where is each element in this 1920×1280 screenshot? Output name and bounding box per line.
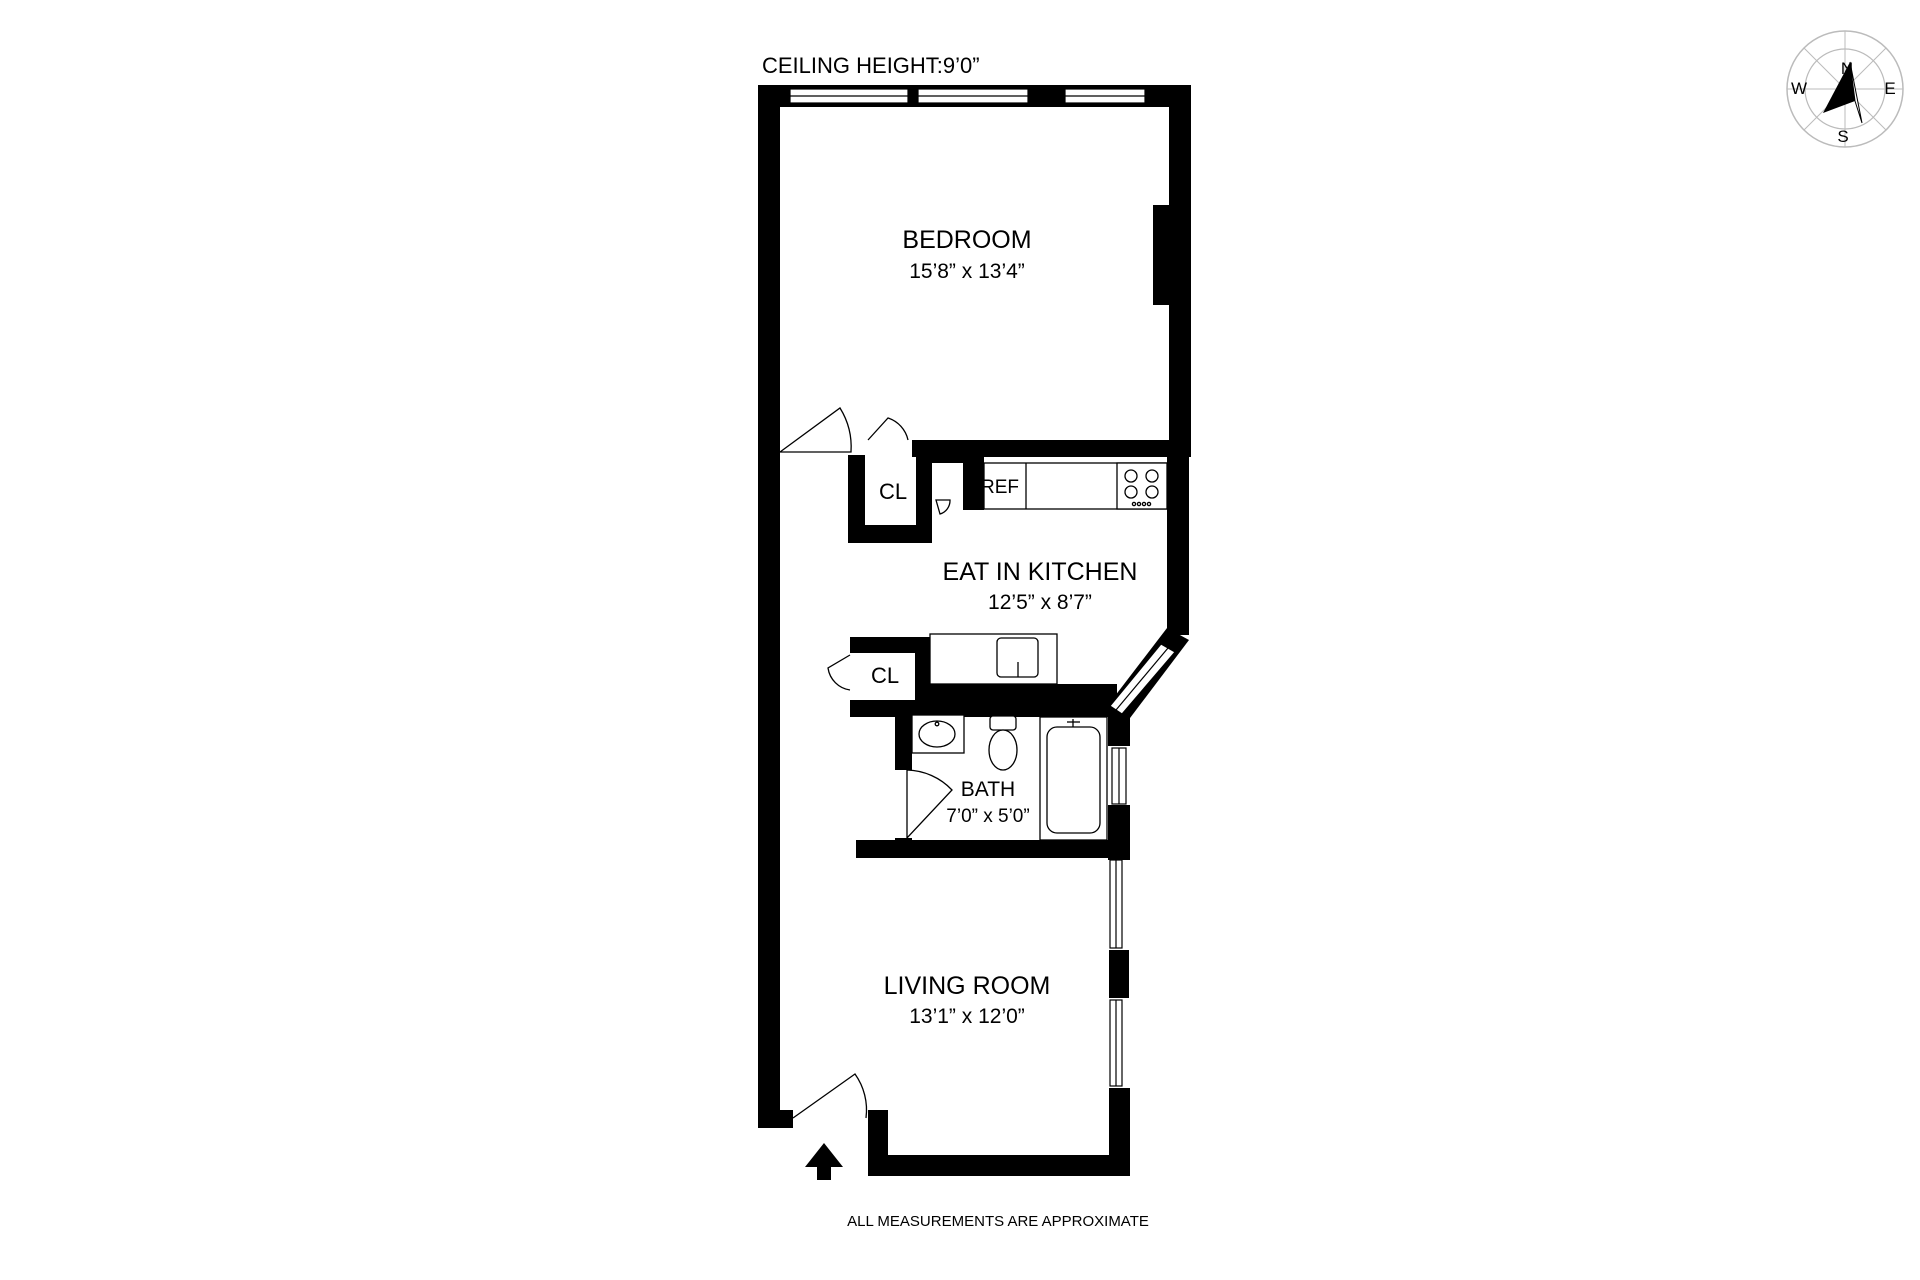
fixtures — [911, 462, 1168, 841]
living-room-name: LIVING ROOM — [884, 972, 1051, 1000]
bedroom-dimensions: 15’8” x 13’4” — [909, 260, 1025, 283]
door-closet-upper — [867, 417, 909, 441]
bath-dimensions: 7’0” x 5’0” — [946, 806, 1029, 827]
bedroom-name: BEDROOM — [902, 226, 1031, 254]
windows — [789, 88, 1176, 1087]
doors — [778, 407, 953, 1119]
living-room-dimensions: 13’1” x 12’0” — [909, 1005, 1025, 1028]
closet-lower-label: CL — [871, 663, 899, 688]
bath-name: BATH — [961, 778, 1015, 801]
door-bath — [906, 769, 953, 840]
measurement-disclaimer: ALL MEASUREMENTS ARE APPROXIMATE — [847, 1213, 1149, 1230]
bathtub-icon — [1039, 716, 1108, 841]
door-closet-lower — [827, 654, 851, 691]
ceiling-height-label: CEILING HEIGHT:9’0” — [762, 53, 980, 78]
compass-north: N — [1841, 59, 1853, 78]
compass-south: S — [1837, 127, 1848, 146]
closet-upper-label: CL — [879, 479, 907, 504]
arrow-up-icon — [805, 1143, 843, 1180]
compass-east: E — [1884, 79, 1895, 98]
toilet-icon — [988, 715, 1018, 771]
sink-icon — [996, 637, 1039, 678]
bath-sink-icon — [911, 714, 965, 754]
refrigerator-label: REF — [981, 477, 1019, 498]
door-pantry — [935, 499, 951, 515]
compass-rose-icon — [1786, 30, 1904, 148]
kitchen-dimensions: 12’5” x 8’7” — [988, 591, 1092, 614]
door-bedroom — [778, 407, 852, 453]
compass-west: W — [1791, 79, 1807, 98]
kitchen-name: EAT IN KITCHEN — [943, 558, 1138, 586]
stove-icon — [1116, 462, 1168, 510]
door-entry — [792, 1073, 868, 1119]
